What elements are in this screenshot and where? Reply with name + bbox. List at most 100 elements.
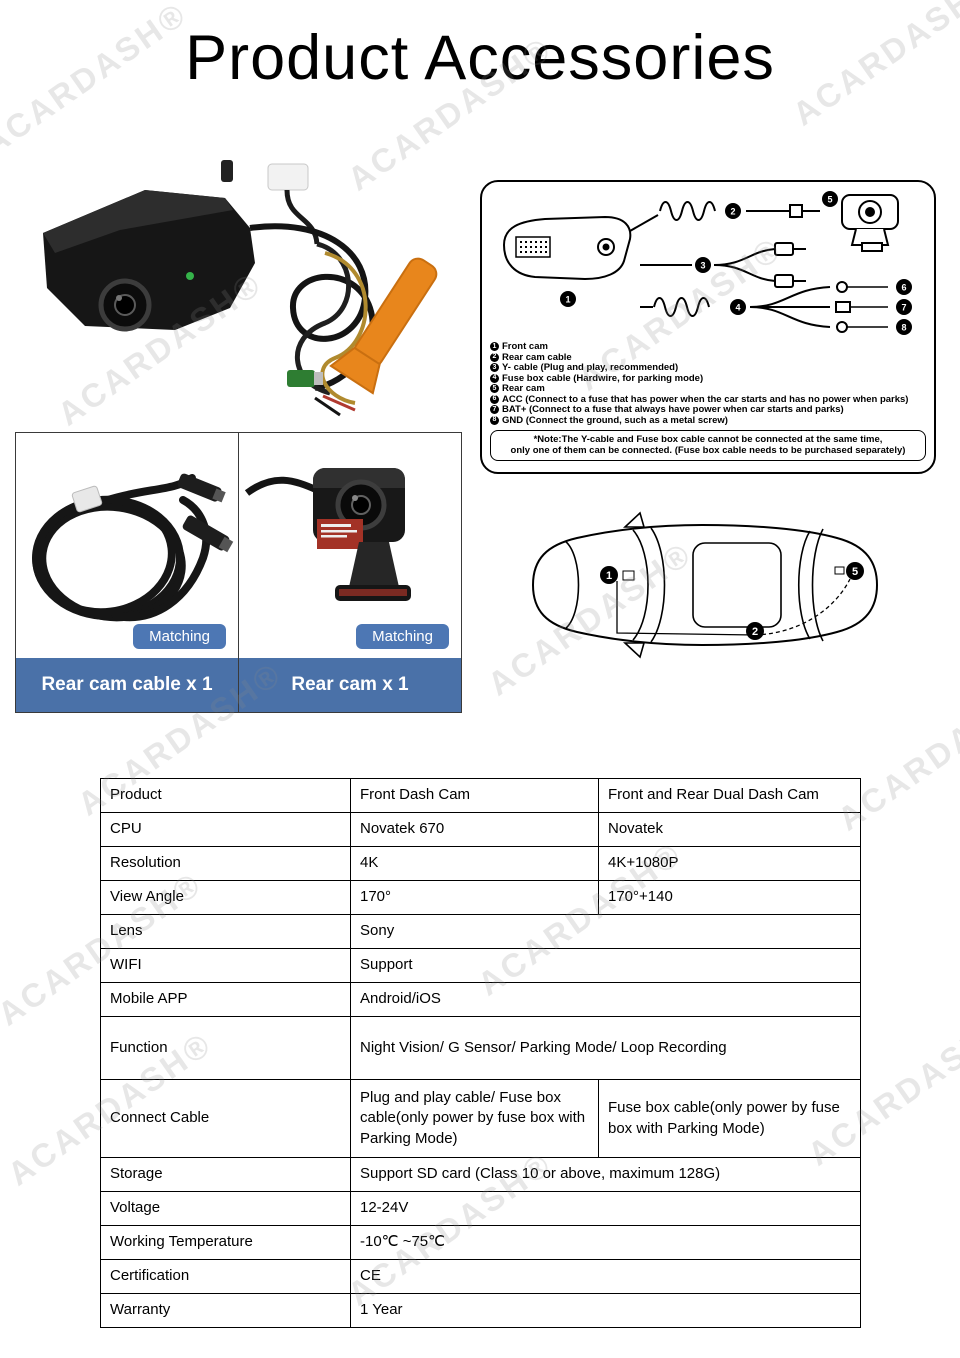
legend-item: 7 BAT+ (Connect to a fuse that always ha… (490, 405, 926, 415)
side-mirror-icon (622, 642, 646, 659)
spec-label: Voltage (100, 1191, 351, 1226)
spec-row: Mobile APP Android/iOS (100, 982, 861, 1017)
side-mirror-icon (622, 511, 646, 528)
rear-cam-cable-icon (629, 201, 820, 232)
marker-bat: 7 (896, 299, 912, 315)
spec-value: Front and Rear Dual Dash Cam (598, 778, 861, 813)
legend-number: 2 (490, 352, 499, 362)
spec-label: Resolution (100, 846, 351, 881)
pry-tool-photo (329, 257, 438, 395)
dashcam-body-photo (43, 190, 255, 332)
marker-front-cam: 1 (560, 291, 576, 307)
coiled-cable-drawing (32, 474, 211, 622)
car-marker-front-cam: 1 (600, 566, 618, 584)
legend-number: 4 (490, 373, 499, 383)
matching-badge: Matching (356, 624, 449, 649)
legend-number: 1 (490, 342, 499, 351)
svg-text:2: 2 (752, 626, 758, 638)
rear-cam-photo: Matching (239, 433, 461, 658)
spec-value: Novatek 670 (350, 812, 599, 847)
spec-row: Lens Sony (100, 914, 861, 949)
legend-text: Rear cam (502, 383, 545, 394)
cable-route-line (754, 578, 851, 636)
rear-cam-cable-photo: Matching (16, 433, 238, 658)
spec-label: Function (100, 1016, 351, 1080)
svg-text:1: 1 (606, 570, 612, 582)
y-cable-icon (640, 242, 806, 288)
wiring-diagram-drawing: 1 2 5 (502, 191, 912, 335)
svg-text:8: 8 (901, 323, 906, 333)
red-sticker (317, 519, 363, 549)
car-topview-drawing (531, 511, 879, 659)
matching-items: Matching Rear cam cable x 1 (15, 432, 462, 713)
matching-label-bar: Rear cam cable x 1 (16, 658, 238, 712)
marker-acc: 6 (896, 279, 912, 295)
spec-value: 12-24V (350, 1191, 861, 1226)
spec-value: -10℃ ~75℃ (350, 1225, 861, 1260)
car-install-diagram: 1 2 5 (505, 483, 900, 688)
spec-label: Certification (100, 1259, 351, 1294)
cable-label-tag (71, 485, 103, 513)
spec-row: Voltage 12-24V (100, 1191, 861, 1226)
spec-value: 4K (350, 846, 599, 881)
spec-value: Night Vision/ G Sensor/ Parking Mode/ Lo… (350, 1016, 861, 1080)
legend-item: 6 ACC (Connect to a fuse that has power … (490, 393, 926, 405)
legend-text: Front cam (502, 341, 548, 352)
spec-value: Android/iOS (350, 982, 861, 1017)
legend-text: GND (Connect the ground, such as a metal… (502, 414, 728, 426)
marker-rear-cam: 5 (822, 191, 838, 207)
spec-row: Certification CE (100, 1259, 861, 1294)
svg-text:6: 6 (901, 283, 906, 293)
spec-row: Connect Cable Plug and play cable/ Fuse … (100, 1079, 861, 1158)
spec-table: Product Front Dash Cam Front and Rear Du… (100, 778, 861, 1328)
matching-badge: Matching (133, 624, 226, 649)
legend-number: 3 (490, 363, 499, 372)
matching-label-bar: Rear cam x 1 (239, 658, 461, 712)
cable-connector (182, 515, 234, 553)
spec-row: View Angle 170° 170°+140 (100, 880, 861, 915)
spec-label: Warranty (100, 1293, 351, 1328)
rear-cam-icon (841, 194, 899, 252)
legend-text: ACC (Connect to a fuse that has power wh… (502, 393, 909, 405)
marker-rear-cam-cable: 2 (725, 203, 741, 219)
wiring-diagram-box: 1 2 5 (480, 180, 936, 474)
svg-text:5: 5 (852, 566, 858, 578)
wiring-legend: 1 Front cam 2 Rear cam cable 3 Y- cable … (490, 342, 926, 426)
wiring-note: *Note:The Y-cable and Fuse box cable can… (490, 429, 926, 461)
spec-value: Front Dash Cam (350, 778, 599, 813)
spec-label: Connect Cable (100, 1079, 351, 1158)
legend-number: 5 (490, 384, 499, 393)
spec-value: 170° (350, 880, 599, 915)
marker-y-cable: 3 (695, 257, 711, 273)
matching-item-rear-cam: Matching Rear cam x 1 (239, 433, 461, 712)
legend-item: 1 Front cam (490, 342, 926, 352)
matching-item-rear-cam-cable: Matching Rear cam cable x 1 (16, 433, 239, 712)
legend-text: Fuse box cable (Hardwire, for parking mo… (502, 372, 704, 384)
spec-value: 4K+1080P (598, 846, 861, 881)
marker-fuse-cable: 4 (730, 299, 746, 315)
spec-label: CPU (100, 812, 351, 847)
legend-item: 5 Rear cam (490, 384, 926, 394)
spec-label: Storage (100, 1157, 351, 1192)
spec-label: View Angle (100, 880, 351, 915)
legend-text: Rear cam cable (502, 351, 572, 363)
cable-route-line (616, 581, 756, 636)
car-marker-rear-cam-cable: 2 (746, 622, 764, 640)
matching-label: Rear cam cable x 1 (41, 674, 213, 695)
front-dashcam-kit-photo (25, 158, 465, 423)
spec-label: Mobile APP (100, 982, 351, 1017)
spec-label: Lens (100, 914, 351, 949)
marker-gnd: 8 (896, 319, 912, 335)
cable-connector (177, 473, 226, 503)
legend-item: 8 GND (Connect the ground, such as a met… (490, 414, 926, 426)
spec-label: WIFI (100, 948, 351, 983)
spec-row: Warranty 1 Year (100, 1293, 861, 1328)
legend-text: Y- cable (Plug and play, recommended) (502, 362, 679, 373)
spec-value: Novatek (598, 812, 861, 847)
spec-value: 170°+140 (598, 880, 861, 915)
spec-value: Support SD card (Class 10 or above, maxi… (350, 1157, 861, 1192)
legend-number: 8 (490, 415, 499, 425)
svg-text:3: 3 (700, 261, 705, 271)
rear-cam-drawing (244, 468, 411, 601)
